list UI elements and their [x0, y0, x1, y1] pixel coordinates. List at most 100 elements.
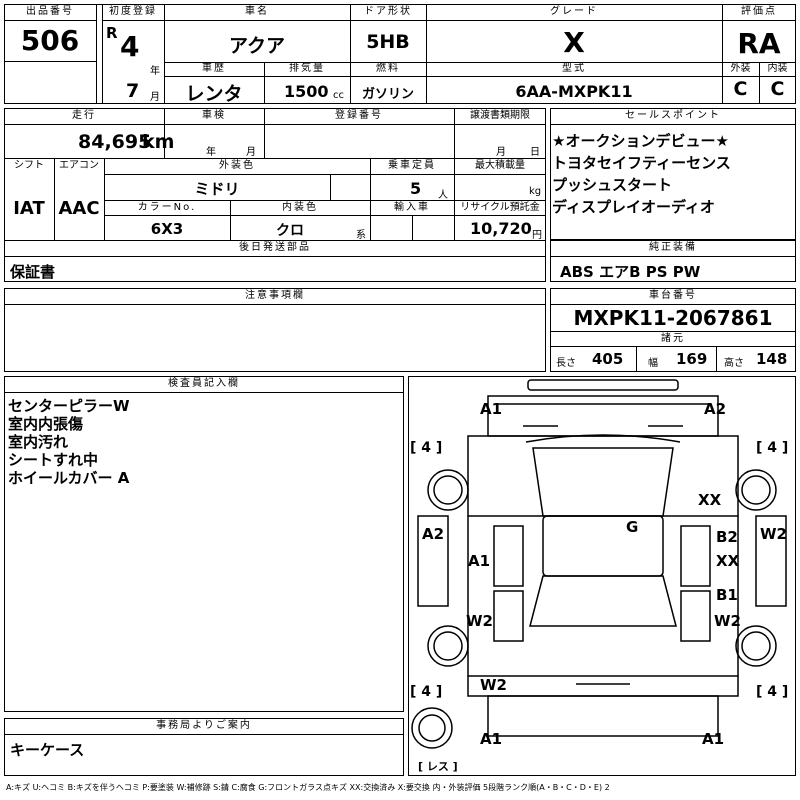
mark-spare: [ レス ]	[418, 760, 458, 773]
inspector-item: 室内汚れ	[8, 433, 69, 451]
inspection-label: 車検	[202, 110, 226, 121]
import-label: 輸入車	[394, 202, 430, 213]
spec-height: 148	[756, 350, 788, 368]
history-label: 車歴	[202, 63, 226, 74]
sales-points-box	[550, 108, 796, 240]
mark-tire-fr: [ 4 ]	[756, 440, 789, 456]
recycle-label: リサイクル預託金	[460, 202, 540, 213]
inspector-box	[4, 376, 404, 712]
first-reg-year: 4	[120, 30, 140, 63]
mark-right-front-door-b: XX	[716, 552, 740, 570]
max-load-label: 最大積載量	[475, 160, 525, 171]
spec-height-label: 高さ	[724, 358, 744, 369]
sales-point-item: ★オークションデビュー★	[552, 132, 729, 150]
capacity-unit: 人	[438, 190, 448, 201]
transfer-day-unit: 日	[530, 147, 540, 158]
shift: IAT	[13, 198, 45, 219]
model-label: 型式	[562, 63, 586, 74]
shift-label: シフト	[14, 160, 44, 171]
history: レンタ	[185, 83, 243, 105]
model: 6AA-MXPK11	[515, 82, 633, 101]
aircon: AAC	[58, 198, 100, 219]
displacement: 1500	[284, 82, 329, 101]
door-label: ドア形状	[364, 6, 412, 17]
later-parts-label: 後日発送部品	[239, 242, 311, 253]
notes-box	[4, 288, 546, 372]
genuine-equipment-box	[550, 240, 796, 282]
mark-roof: G	[626, 518, 639, 536]
aircon-label: エアコン	[59, 160, 99, 171]
ext-color-label: 外装色	[219, 160, 255, 171]
spec-length-label: 長さ	[556, 358, 576, 369]
chassis-number: MXPK11-2067861	[573, 306, 773, 330]
genuine-equipment: ABS エアB PS PW	[560, 263, 701, 281]
fuel: ガソリン	[361, 87, 414, 102]
sales-point-item: ディスプレイオーディオ	[552, 198, 715, 216]
mark-rear-right: A1	[702, 730, 725, 748]
first-reg-year-unit: 年	[150, 66, 160, 77]
mark-front-right: A2	[704, 400, 727, 418]
office-label: 事務局よりご案内	[156, 720, 252, 731]
chassis-box	[550, 288, 796, 372]
color-no: 6X3	[150, 220, 184, 238]
first-reg-month-unit: 月	[150, 92, 160, 103]
exterior-grade: C	[733, 78, 748, 100]
mark-front-left: A1	[480, 400, 503, 418]
int-color-unit: 系	[356, 230, 366, 241]
sales-points-label: セールスポイント	[625, 110, 721, 121]
inspector-item: センターピラーW	[8, 397, 130, 415]
mark-tire-fl: [ 4 ]	[410, 440, 443, 456]
notes-label: 注意事項欄	[245, 290, 305, 301]
mark-rear-left-quarter: W2	[480, 676, 507, 694]
sales-point-item: プッシュスタート	[552, 176, 673, 194]
mark-left-front-door: A1	[468, 552, 491, 570]
car-diagram-box	[408, 376, 796, 776]
first-reg-era: R	[106, 24, 118, 42]
displacement-unit: cc	[333, 90, 344, 101]
mark-tire-rl: [ 4 ]	[410, 684, 443, 700]
displacement-label: 排気量	[289, 63, 325, 74]
mark-left-fender: A2	[422, 525, 445, 543]
mark-right-fender: W2	[760, 525, 787, 543]
damage-legend: A:キズ U:ヘコミ B:キズを伴うヘコミ P:要塗装 W:補修跡 S:錆 C:…	[6, 783, 610, 792]
inspector-label: 検査員記入欄	[168, 378, 240, 389]
inspection-month-unit: 月	[246, 147, 256, 158]
office-note: キーケース	[10, 741, 85, 759]
mark-rear-left: A1	[480, 730, 503, 748]
transfer-month-unit: 月	[496, 147, 506, 158]
grade: X	[563, 26, 585, 59]
recycle-unit: 円	[532, 230, 542, 241]
car-name-label: 車名	[245, 6, 269, 17]
door-type: 5HB	[366, 31, 410, 53]
int-color: クロ	[276, 223, 304, 239]
lot-label: 出品番号	[26, 6, 74, 17]
first-reg-label: 初度登録	[109, 6, 157, 17]
mark-tire-rr: [ 4 ]	[756, 684, 789, 700]
sales-point-item: トヨタセイフティーセンス	[552, 154, 731, 172]
inspection-year-unit: 年	[206, 147, 216, 158]
int-color-label: 内装色	[282, 202, 318, 213]
chassis-label: 車台番号	[649, 290, 697, 301]
ext-color: ミドリ	[194, 180, 240, 198]
vehicle-info-table	[4, 108, 546, 282]
header-table	[4, 4, 796, 104]
interior-grade: C	[770, 78, 785, 100]
score: RA	[737, 27, 781, 60]
mark-right-rear-door-b: W2	[714, 612, 741, 630]
registration-label: 登録番号	[335, 110, 383, 121]
specs-label: 諸元	[661, 333, 685, 344]
color-no-label: カラーNo.	[137, 202, 197, 213]
max-load-unit: kg	[529, 186, 542, 197]
grade-label: グレード	[550, 6, 598, 17]
car-name: アクア	[228, 35, 286, 57]
office-box	[4, 718, 404, 776]
score-label: 評価点	[741, 6, 777, 17]
interior-label: 内装	[767, 63, 788, 74]
capacity: 5	[410, 179, 422, 198]
mark-right-front-door-a: B2	[716, 528, 738, 546]
later-parts: 保証書	[10, 263, 56, 281]
mileage: 84,695	[78, 131, 152, 153]
mark-left-rear-door: W2	[466, 612, 493, 630]
inspector-item: ホイールカバー A	[8, 469, 130, 487]
transfer-label: 譲渡書類期限	[470, 110, 530, 121]
